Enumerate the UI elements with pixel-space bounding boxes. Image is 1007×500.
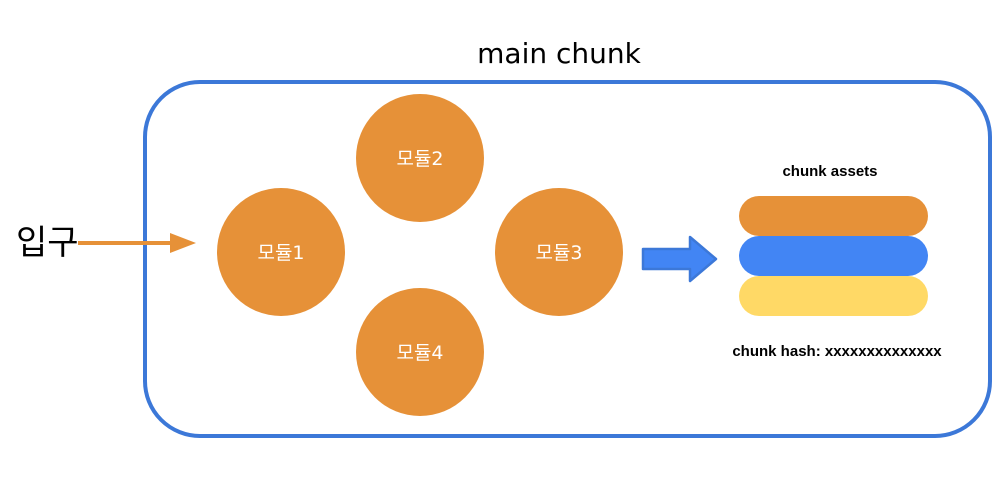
- chunk-container: [143, 80, 992, 438]
- output-arrow: [641, 235, 718, 283]
- module-2-label: 모듈2: [396, 148, 443, 170]
- module-4-circle: [356, 288, 484, 416]
- module-2: 모듈2: [356, 94, 484, 222]
- module-3-circle: [495, 188, 623, 316]
- module-3: 모듈3: [495, 188, 623, 316]
- assets-title: chunk assets: [782, 163, 877, 180]
- asset-bar-1: [739, 196, 928, 236]
- module-1-label: 모듈1: [257, 242, 304, 264]
- module-3-label: 모듈3: [535, 242, 582, 264]
- asset-stack: [739, 196, 928, 316]
- module-4: 모듈4: [356, 288, 484, 416]
- module-4-label: 모듈4: [396, 342, 443, 364]
- module-1: 모듈1: [217, 188, 345, 316]
- asset-bar-3: [739, 276, 928, 316]
- module-2-circle: [356, 94, 484, 222]
- module-1-circle: [217, 188, 345, 316]
- asset-bar-2: [739, 236, 928, 276]
- chunk-hash-label: chunk hash: xxxxxxxxxxxxxx: [732, 343, 942, 360]
- entry-label: 입구: [16, 223, 79, 263]
- entry-arrow: [78, 233, 196, 253]
- entry-arrow-head: [170, 233, 196, 253]
- chunk-title: main chunk: [477, 37, 641, 70]
